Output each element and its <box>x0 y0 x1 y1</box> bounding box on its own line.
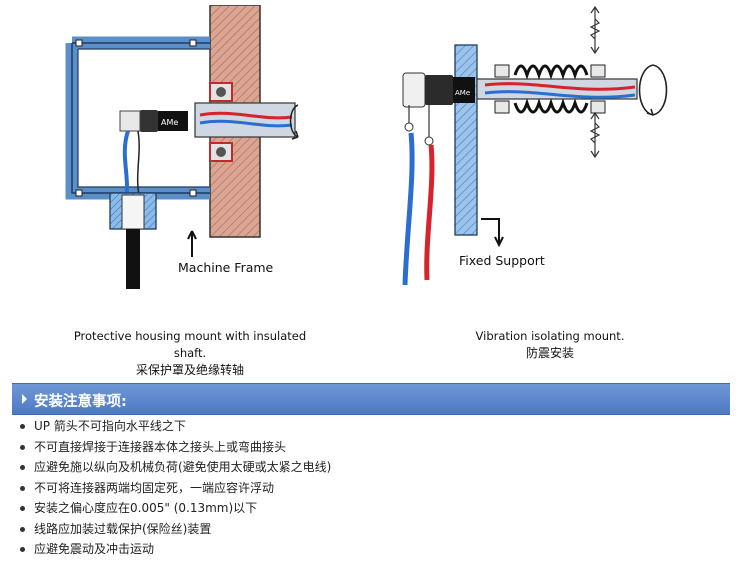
list-item: 应避免施以纵向及机械负荷(避免使用太硬或太紧之电线) <box>16 457 331 478</box>
rotation-arrow-icon <box>289 104 299 140</box>
left-caption: Protective housing mount with insulated … <box>60 328 320 379</box>
fixed-support <box>454 44 478 236</box>
bullet-icon <box>20 424 25 429</box>
svg-text:AMe: AMe <box>455 89 470 97</box>
list-item: 安装之偏心度应在0.005" (0.13mm)以下 <box>16 498 331 519</box>
left-caption-en: Protective housing mount with insulated … <box>73 329 307 360</box>
notes-header: 安装注意事项: <box>12 383 730 415</box>
vibration-up-icon <box>589 5 601 55</box>
bullet-icon <box>20 485 25 491</box>
bullet-icon <box>20 465 25 470</box>
list-item: 线路应加装过载保护(保险丝)装置 <box>16 519 331 540</box>
red-wire <box>424 144 435 281</box>
list-item: 应避免震动及冲击运动 <box>16 539 331 560</box>
blue-wire <box>402 132 415 285</box>
right-caption-en: Vibration isolating mount. <box>475 329 625 343</box>
triangle-right-icon <box>22 394 27 404</box>
right-caption-zh: 防震安装 <box>525 346 574 360</box>
list-item: 不可将连接器两端均固定死，一端应容许浮动 <box>16 478 331 499</box>
bullet-icon <box>20 444 25 450</box>
machine-frame-label: Machine Frame <box>178 260 274 275</box>
right-caption: Vibration isolating mount. 防震安装 <box>450 328 650 362</box>
list-item: 不可直接焊接于连接器本体之接头上或弯曲接头 <box>16 437 331 458</box>
vibration-mount-illustration: AMe <box>402 5 668 285</box>
housing-mount-illustration: AMe <box>65 5 299 289</box>
bullet-icon <box>20 526 25 532</box>
notes-list: UP 箭头不可指向水平线之下 不可直接焊接于连接器本体之接头上或弯曲接头 应避免… <box>16 416 331 560</box>
bullet-icon <box>20 506 25 511</box>
svg-text:AMe: AMe <box>161 118 178 127</box>
rotation-arrow-icon <box>638 64 668 116</box>
vibration-down-icon <box>589 111 601 159</box>
bellows-coupling <box>513 64 589 114</box>
fixed-support-label: Fixed Support <box>459 253 545 268</box>
notes-title: 安装注意事项: <box>34 394 127 410</box>
insulated-shaft <box>194 102 296 138</box>
left-caption-zh: 采保护罩及绝缘转轴 <box>135 363 244 377</box>
list-item: UP 箭头不可指向水平线之下 <box>16 416 331 437</box>
bullet-icon <box>20 547 25 552</box>
